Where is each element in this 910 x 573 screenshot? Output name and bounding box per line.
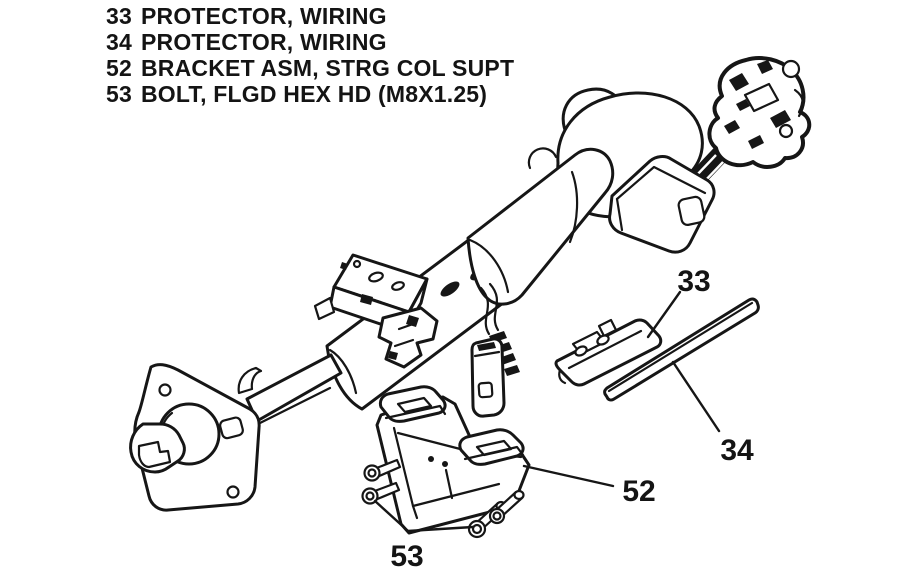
leader-33 xyxy=(646,290,682,339)
leader-lines xyxy=(373,290,721,533)
callout-labels: 33 34 52 53 xyxy=(390,265,754,573)
leader-53-left xyxy=(373,499,410,533)
bracket-pad-lower xyxy=(458,428,525,466)
shaft-tab xyxy=(237,366,263,395)
legend-part-number: 53 xyxy=(106,81,132,107)
bracket-pad-upper xyxy=(378,385,447,423)
callout-label-52: 52 xyxy=(622,475,655,508)
mounting-flange-plate xyxy=(129,363,261,512)
protector-34-drawing xyxy=(603,297,760,402)
legend-row-33: 33 PROTECTOR, WIRING xyxy=(106,3,514,29)
legend-part-name: PROTECTOR, WIRING xyxy=(140,3,387,29)
legend-part-name: BOLT, FLGD HEX HD (M8X1.25) xyxy=(140,81,488,107)
leader-53-right xyxy=(406,525,475,533)
leader-34 xyxy=(671,360,721,433)
protector-33-drawing xyxy=(554,318,663,387)
callout-label-33: 33 xyxy=(677,265,710,298)
legend-row-52: 52 BRACKET ASM, STRG COL SUPT xyxy=(106,55,514,81)
legend-part-number: 52 xyxy=(106,55,132,81)
legend-part-number: 34 xyxy=(106,29,132,55)
legend-row-53: 53 BOLT, FLGD HEX HD (M8X1.25) xyxy=(106,81,514,107)
legend-row-34: 34 PROTECTOR, WIRING xyxy=(106,29,514,55)
column-mid-bracket xyxy=(313,253,439,369)
legend-part-number: 33 xyxy=(106,3,132,29)
leader-52 xyxy=(522,464,615,488)
legend-part-name: BRACKET ASM, STRG COL SUPT xyxy=(140,55,515,81)
steering-column-drawing xyxy=(129,56,812,512)
harness-connector xyxy=(470,337,506,418)
bolt xyxy=(488,489,525,525)
bolts-53-drawing xyxy=(361,458,525,539)
callout-label-53: 53 xyxy=(390,540,423,573)
column-collar-tube xyxy=(466,147,615,306)
legend-part-name: PROTECTOR, WIRING xyxy=(140,29,387,55)
wire-connector-cluster xyxy=(707,56,812,169)
callout-label-34: 34 xyxy=(720,434,754,467)
bolt xyxy=(361,481,401,505)
ignition-switch-box xyxy=(608,155,716,254)
bolt xyxy=(363,458,402,482)
bracket-52-drawing xyxy=(375,385,531,535)
wiring-harness xyxy=(470,282,520,418)
